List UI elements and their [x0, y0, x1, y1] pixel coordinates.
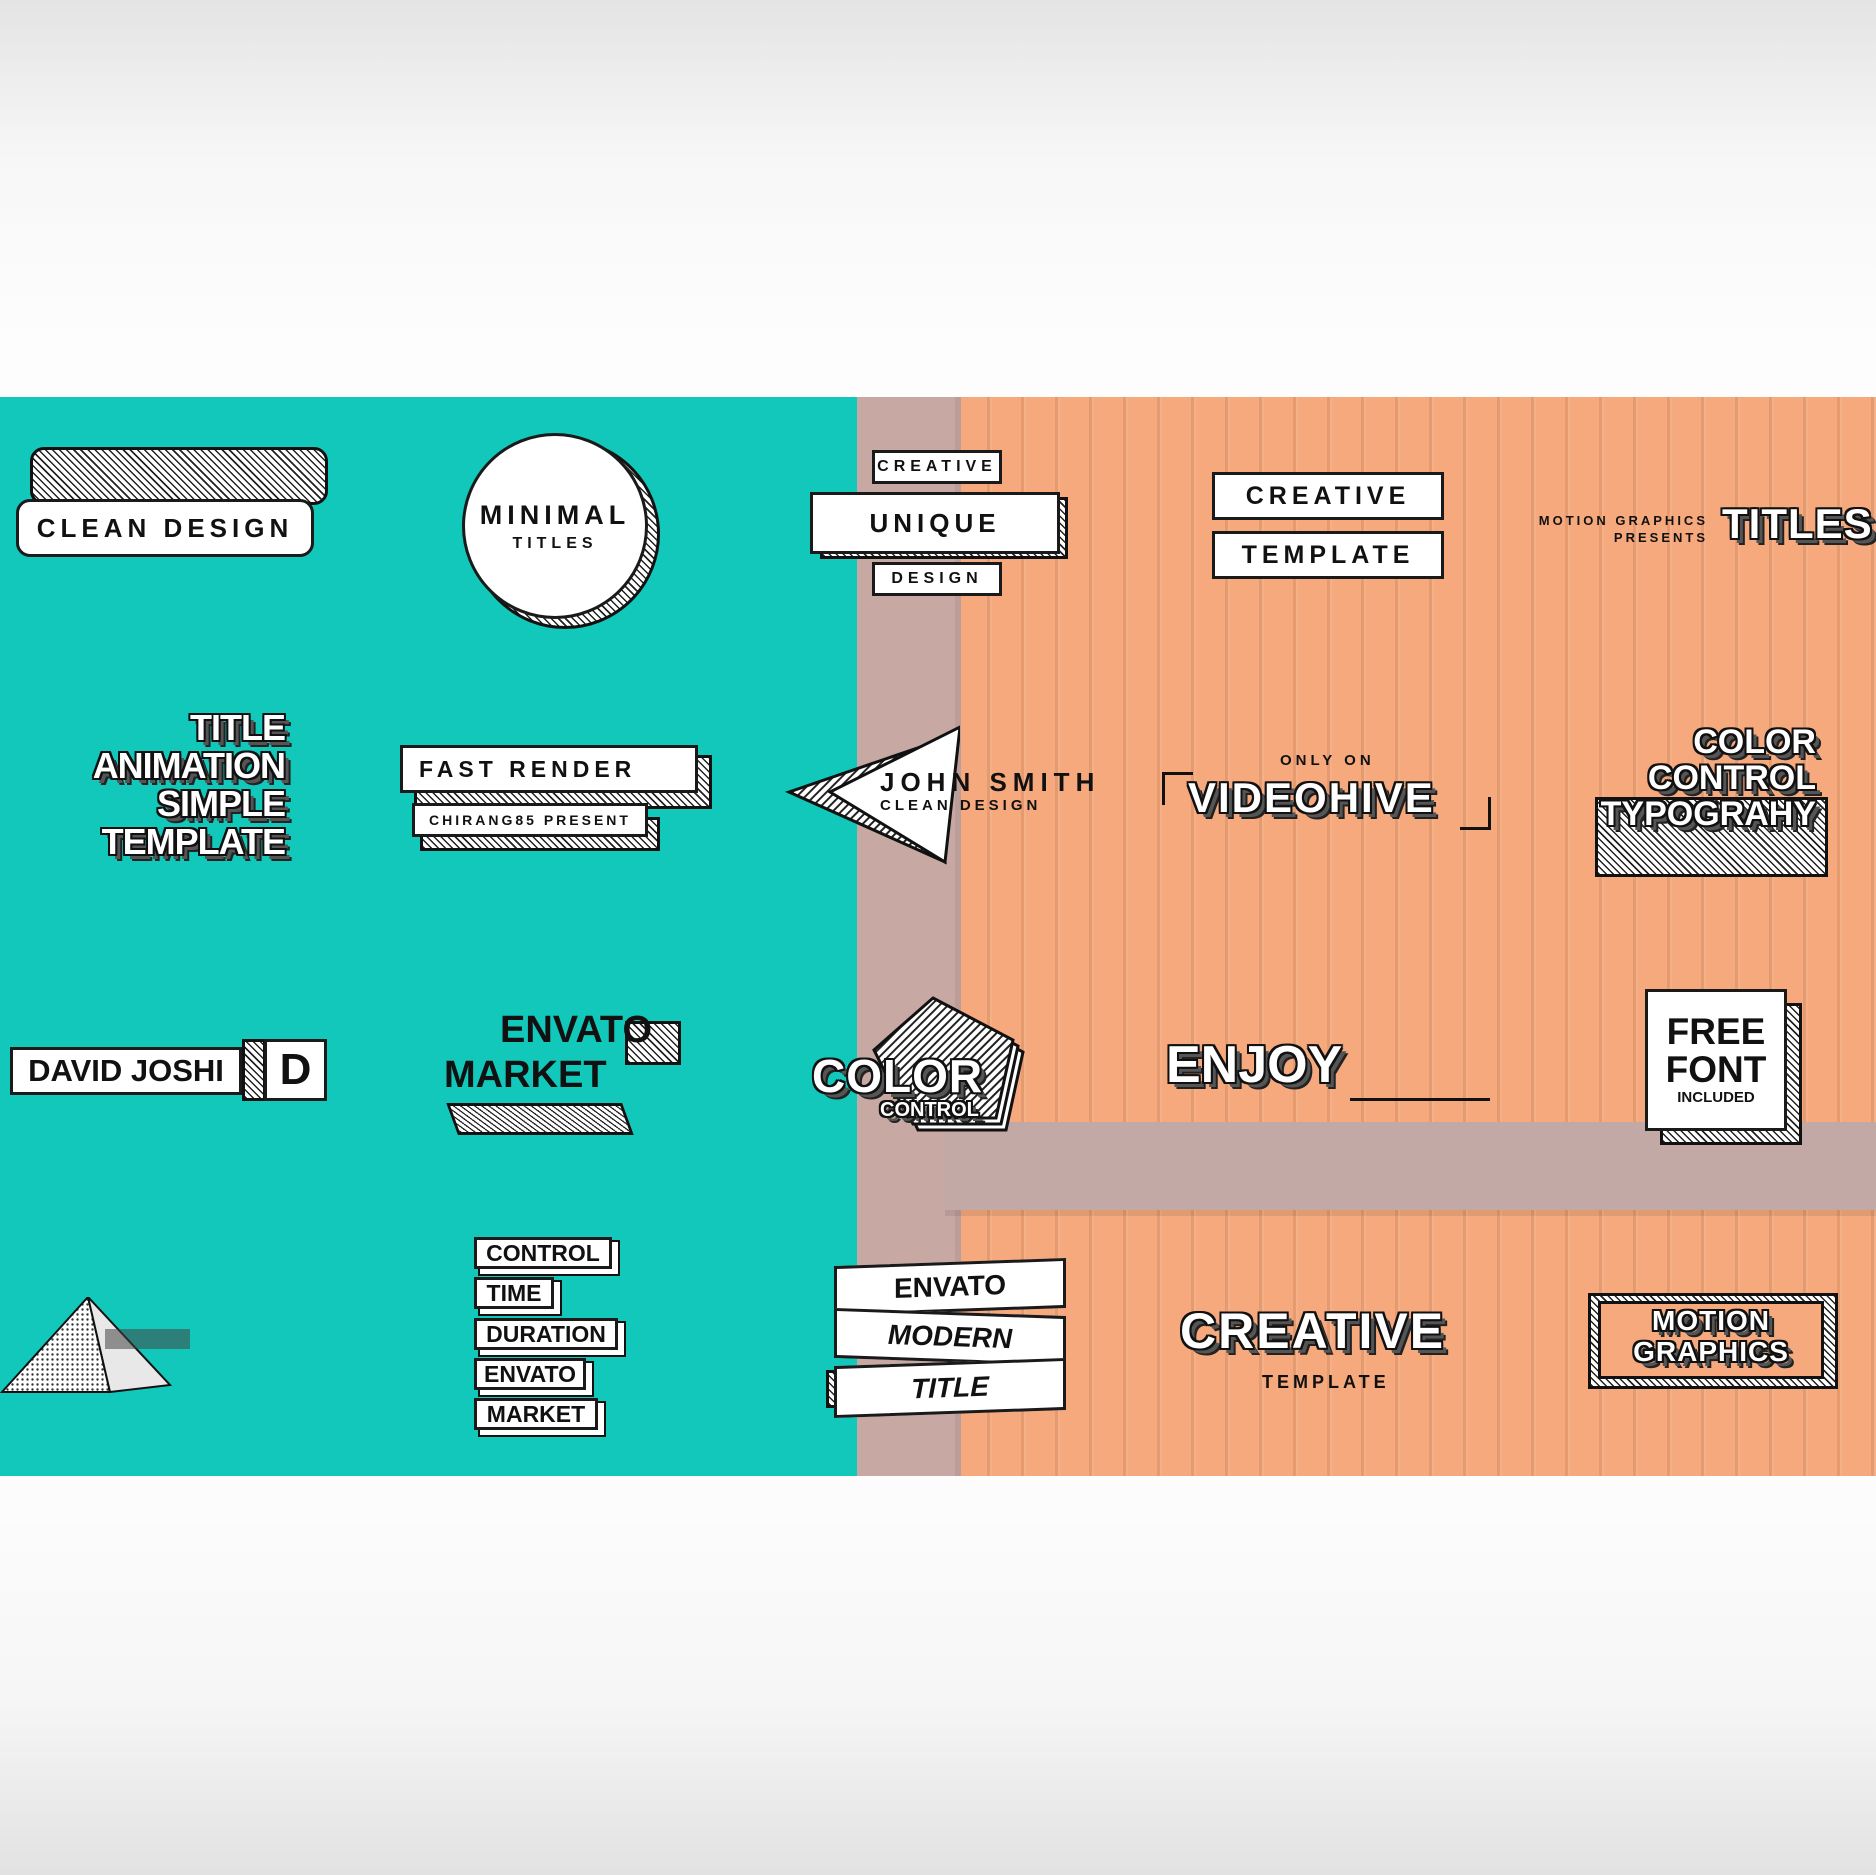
template-small: TEMPLATE	[1262, 1372, 1390, 1392]
banner-line: ENVATO	[834, 1257, 1066, 1317]
color-control-line-3: TYPOGRAHY	[1600, 795, 1816, 833]
creative-tag: CREATIVE	[872, 450, 1002, 484]
stack-line-3: SIMPLE	[156, 783, 286, 824]
title-pack-preview: CLEAN DESIGN MINIMAL TITLES CREATIVE UNI…	[0, 397, 1876, 1476]
minimal-subtitle: TITLES	[512, 534, 598, 552]
list-item: DURATION	[474, 1318, 618, 1350]
titles-big: TITLES	[1722, 500, 1873, 547]
design-tag: DESIGN	[872, 562, 1002, 596]
color-word: COLOR	[812, 1050, 984, 1102]
clean-design-shadow	[30, 447, 328, 505]
color-control-shadow-block	[1595, 797, 1828, 877]
control-word: CONTROL	[880, 1099, 979, 1121]
envato-word: ENVATO	[500, 1009, 653, 1051]
motion-presents-line2: PRESENTS	[1613, 530, 1708, 545]
only-on: ONLY ON	[1280, 752, 1375, 769]
minimal-circle: MINIMAL TITLES	[462, 433, 648, 619]
color-control-line-1: COLOR	[1693, 723, 1816, 761]
pentagon-stack-shape	[872, 996, 1025, 1132]
pyramid-icon	[0, 1297, 190, 1394]
market-word: MARKET	[444, 1054, 607, 1096]
free-word: FREE	[1666, 1011, 1766, 1052]
font-word: FONT	[1665, 1049, 1767, 1090]
stack-line-4: TEMPLATE	[101, 821, 286, 862]
stack-line-1: TITLE	[190, 707, 286, 748]
motion-word: MOTION	[1652, 1305, 1770, 1336]
color-control-typography: COLOR CONTROL TYPOGRAHY	[1568, 724, 1816, 832]
motion-graphics-inner	[1598, 1301, 1824, 1379]
envato-market-ribbon	[446, 1103, 634, 1135]
list-item: MARKET	[474, 1398, 598, 1430]
john-smith: JOHN SMITH	[880, 767, 1101, 797]
fast-render-title: FAST RENDER	[400, 745, 698, 793]
free-font-card: FREE FONT INCLUDED	[1645, 989, 1787, 1131]
creative-big: CREATIVE	[1180, 1303, 1446, 1359]
included-word: INCLUDED	[1677, 1089, 1755, 1106]
envato-market-fold	[625, 1021, 681, 1065]
d-letter-block: D	[264, 1039, 327, 1101]
banner-line: TITLE	[834, 1357, 1066, 1419]
videohive: VIDEOHIVE	[1188, 774, 1435, 821]
banner-line: MODERN	[834, 1307, 1066, 1367]
triangle-pointer-shape	[785, 725, 960, 865]
enjoy-word: ENJOY	[1166, 1036, 1343, 1094]
graphics-word: GRAPHICS	[1633, 1336, 1789, 1367]
minimal-title: MINIMAL	[479, 499, 631, 530]
d-block-side	[242, 1039, 266, 1101]
corner-bracket-right	[1460, 797, 1491, 830]
creative-box-title: CREATIVE	[1212, 472, 1444, 520]
list-item: CONTROL	[474, 1237, 612, 1269]
motion-graphics-title: MOTION GRAPHICS	[1598, 1305, 1824, 1367]
teal-background	[0, 397, 857, 1476]
motion-presents-line1: MOTION GRAPHICS	[1538, 513, 1708, 528]
banner-stack: ENVATO MODERN TITLE	[826, 1257, 1070, 1419]
clean-design-title: CLEAN DESIGN	[16, 499, 314, 557]
john-smith-sub: CLEAN DESIGN	[880, 797, 1042, 814]
motion-presents: MOTION GRAPHICS PRESENTS	[1518, 512, 1708, 546]
list-item: ENVATO	[474, 1358, 586, 1390]
template-box-title: TEMPLATE	[1212, 531, 1444, 579]
title-animation-stack: TITLE ANIMATION SIMPLE TEMPLATE	[45, 707, 286, 862]
enjoy-underline	[1350, 1098, 1490, 1101]
david-joshi-title: DAVID JOSHI	[10, 1047, 242, 1095]
corner-bracket-left	[1162, 772, 1193, 805]
unique-title: UNIQUE	[810, 492, 1060, 554]
list-item: TIME	[474, 1277, 554, 1309]
chirang-present: CHIRANG85 PRESENT	[412, 803, 648, 837]
color-control-line-2: CONTROL	[1647, 759, 1816, 797]
stack-line-2: ANIMATION	[92, 745, 286, 786]
